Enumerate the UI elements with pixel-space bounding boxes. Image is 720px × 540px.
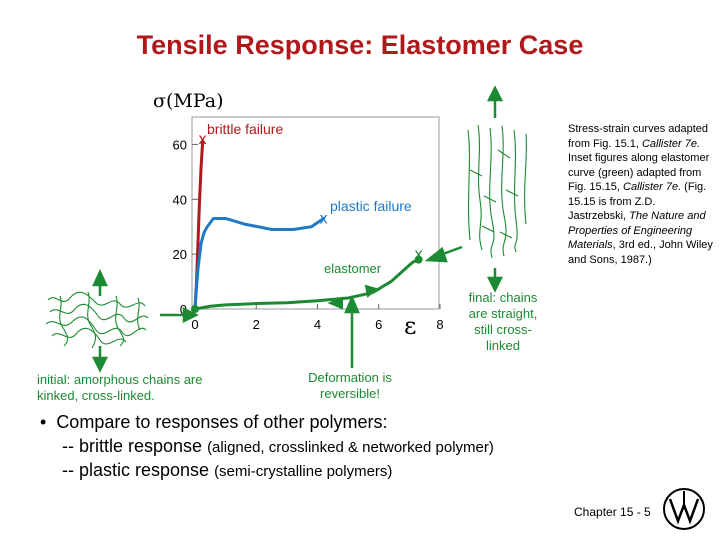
plot-frame: [191, 116, 440, 310]
plastic-failure-label: plastic failure: [330, 198, 412, 214]
bullet-list: • Compare to responses of other polymers…: [40, 412, 494, 481]
y-axis-label: σ(MPa): [153, 90, 224, 112]
series-line-2: [193, 258, 421, 311]
arrow-group: [91, 85, 504, 373]
markers-group: x x x: [199, 131, 423, 263]
stress-strain-chart: 024680204060 xxx: [45, 85, 527, 373]
elastomer-point: [414, 255, 423, 264]
brittle-failure-label: brittle failure: [207, 121, 284, 137]
y-tick-label: 40: [173, 192, 187, 207]
x-tick-label: 4: [314, 317, 321, 332]
deformation-label: Deformation is reversible!: [308, 370, 392, 401]
reference-note: Stress-strain curves adapted from Fig. 1…: [568, 123, 713, 266]
bullet-plastic: -- plastic response (semi-crystalline po…: [62, 460, 393, 480]
failure-marker: x: [320, 210, 328, 227]
final-state-label: final: chains are straight, still cross-…: [468, 290, 538, 353]
reversible-arrows: [327, 284, 379, 310]
publisher-logo-icon: [663, 488, 705, 530]
y-tick-label: 60: [173, 137, 187, 152]
x-tick-label: 6: [375, 317, 382, 332]
failure-marker: x: [199, 131, 207, 148]
series-line-1: [193, 216, 326, 311]
straight-chains-inset: [467, 124, 527, 259]
x-tick-label: 8: [436, 317, 443, 332]
x-tick-label: 2: [253, 317, 260, 332]
elastomer-label: elastomer: [324, 261, 382, 276]
series-group: [191, 140, 423, 313]
x-tick-label: 0: [191, 317, 198, 332]
page-title: Tensile Response: Elastomer Case: [136, 30, 584, 60]
kinked-chains-inset: [45, 291, 149, 349]
chapter-footer: Chapter 15 - 5: [574, 505, 651, 519]
y-tick-label: 20: [173, 247, 187, 262]
elastomer-point: [191, 305, 199, 313]
x-axis-label: ε: [404, 312, 416, 340]
failure-marker: x: [415, 246, 423, 263]
initial-state-label: initial: amorphous chains are kinked, cr…: [37, 372, 203, 403]
bullet-compare: • Compare to responses of other polymers…: [40, 412, 388, 432]
bullet-brittle: -- brittle response (aligned, crosslinke…: [62, 436, 494, 456]
